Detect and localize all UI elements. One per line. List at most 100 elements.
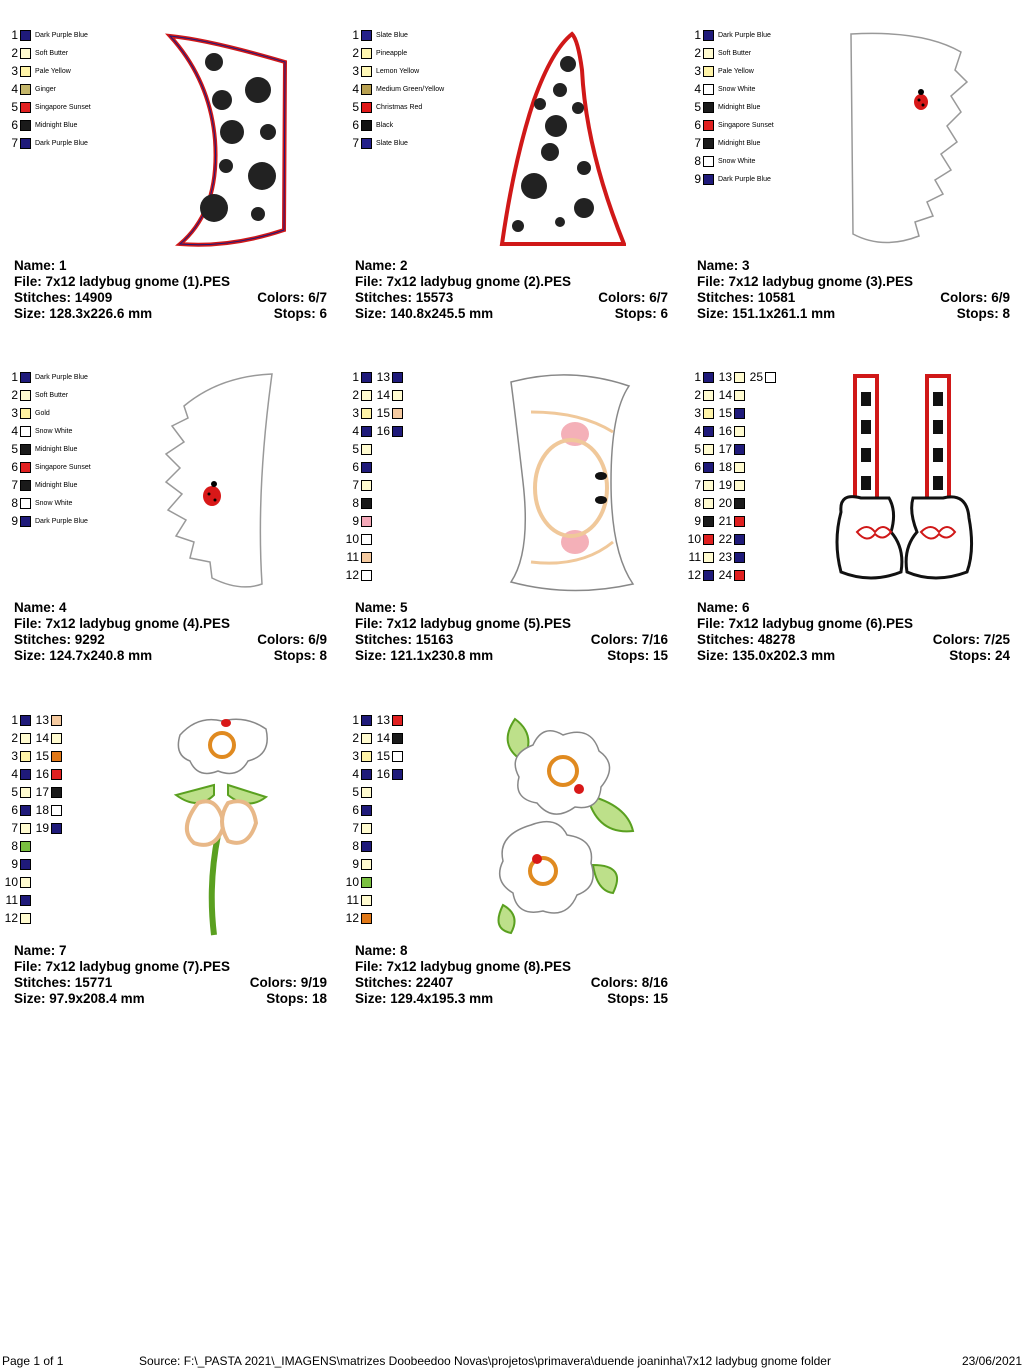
color-number: 5 (352, 785, 359, 799)
legend-row: 4 (341, 422, 372, 440)
color-swatch (392, 768, 403, 780)
color-swatch (703, 515, 714, 527)
color-number: 5 (352, 100, 359, 114)
color-swatch (703, 83, 714, 95)
color-number: 14 (376, 388, 390, 402)
color-swatch (361, 786, 372, 798)
color-swatch (20, 732, 31, 744)
color-swatch (20, 768, 31, 780)
legend-row: 4 (0, 765, 31, 783)
legend-row: 7 (683, 476, 714, 494)
color-swatch (20, 804, 31, 816)
legend-row: 11 (341, 891, 372, 909)
color-number: 1 (11, 28, 18, 42)
color-swatch (20, 101, 31, 113)
legend-row: 19 (31, 819, 62, 837)
color-number: 8 (352, 839, 359, 853)
color-swatch (20, 497, 31, 509)
color-name: Soft Butter (35, 49, 69, 57)
legend-row: 5 (683, 440, 714, 458)
legend-row: 8 (341, 837, 372, 855)
legend-row: 20 (714, 494, 745, 512)
color-number: 15 (376, 749, 390, 763)
color-swatch (20, 371, 31, 383)
color-number: 10 (687, 532, 701, 546)
color-swatch (734, 515, 745, 527)
hat-brim-art (165, 33, 288, 247)
legend-row: 6 (341, 801, 372, 819)
color-number: 6 (352, 118, 359, 132)
color-number: 9 (352, 857, 359, 871)
color-swatch (703, 29, 714, 41)
color-swatch (392, 407, 403, 419)
legend-row: 12 (341, 566, 372, 584)
color-swatch (361, 714, 372, 726)
color-number: 10 (345, 532, 359, 546)
legend-row: 8 (341, 494, 372, 512)
color-swatch (20, 389, 31, 401)
color-swatch (703, 443, 714, 455)
color-number: 9 (694, 172, 701, 186)
color-name: Christmas Red (376, 103, 423, 111)
color-number: 12 (345, 568, 359, 582)
legend-row: 17 (714, 440, 745, 458)
flowers-art (497, 717, 635, 935)
color-number: 5 (11, 100, 18, 114)
color-name: Soft Butter (718, 49, 752, 57)
color-name: Pale Yellow (35, 67, 71, 75)
color-number: 4 (11, 82, 18, 96)
legend-row: 3 (341, 747, 372, 765)
color-swatch (361, 768, 372, 780)
color-name: Dark Purple Blue (718, 175, 771, 183)
color-number: 13 (376, 713, 390, 727)
color-number: 5 (694, 442, 701, 456)
color-swatch (703, 425, 714, 437)
color-name: Soft Butter (35, 391, 69, 399)
color-number: 1 (352, 28, 359, 42)
color-number: 3 (694, 406, 701, 420)
color-swatch (734, 443, 745, 455)
color-number: 9 (694, 514, 701, 528)
color-number: 16 (718, 424, 732, 438)
color-number: 4 (352, 424, 359, 438)
color-number: 4 (694, 424, 701, 438)
legend-row: 10 (341, 873, 372, 891)
color-swatch (20, 786, 31, 798)
color-number: 16 (35, 767, 49, 781)
legend-row: 15 (372, 747, 403, 765)
color-swatch (361, 389, 372, 401)
color-swatch (361, 876, 372, 888)
color-name: Dark Purple Blue (35, 139, 88, 147)
source-path: Source: F:\_PASTA 2021\_IMAGENS\matrizes… (139, 1354, 831, 1368)
color-name: Black (376, 121, 394, 129)
legend-row: 16 (714, 422, 745, 440)
color-swatch (765, 371, 776, 383)
color-number: 19 (718, 478, 732, 492)
color-swatch (734, 533, 745, 545)
color-swatch (703, 119, 714, 131)
legend-row: 25 (745, 368, 776, 386)
legend-row: 11 (683, 548, 714, 566)
legend-row: 1 (341, 368, 372, 386)
color-swatch (51, 768, 62, 780)
legend-row: 19 (714, 476, 745, 494)
legend-row: 13 (714, 368, 745, 386)
color-swatch (361, 497, 372, 509)
color-number: 11 (346, 893, 359, 907)
color-number: 12 (345, 911, 359, 925)
color-swatch (20, 137, 31, 149)
color-number: 10 (4, 875, 18, 889)
color-number: 17 (35, 785, 49, 799)
legend-row: 9 (683, 512, 714, 530)
